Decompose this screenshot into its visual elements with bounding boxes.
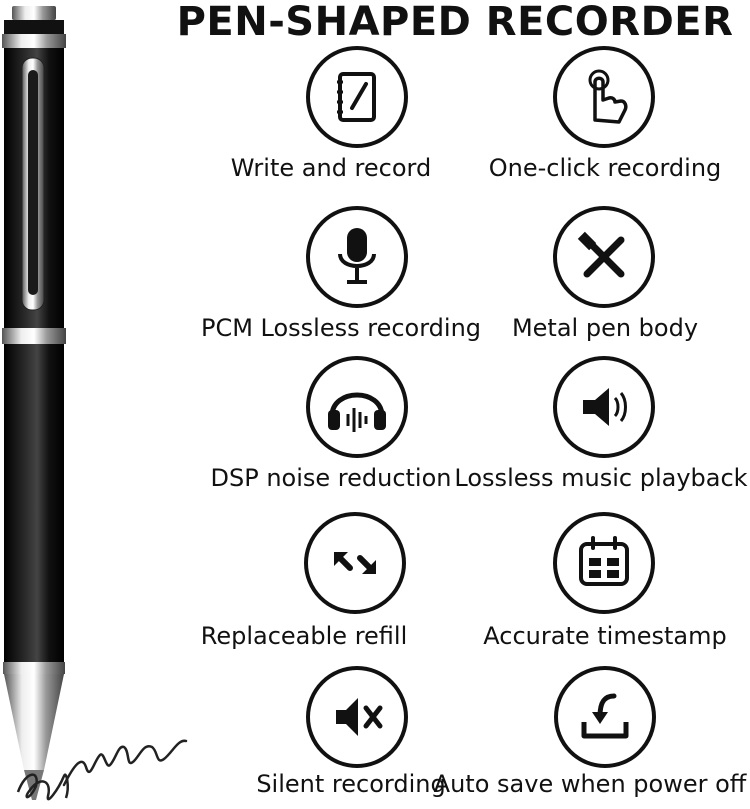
pen-recorder-image [2, 6, 69, 801]
feature-auto-save: Auto save when power off [430, 666, 750, 809]
feature-write-and-record: Write and record [186, 46, 476, 196]
feature-replaceable-refill: Replaceable refill [164, 512, 444, 662]
microphone-icon [338, 228, 376, 284]
speaker-mute-icon [336, 698, 383, 736]
calendar-icon [579, 536, 629, 586]
feature-accurate-timestamp: Accurate timestamp [460, 512, 750, 662]
save-tray-icon [581, 693, 629, 739]
tap-finger-icon [588, 69, 628, 124]
feature-label: Silent recording [256, 770, 446, 798]
feature-one-click-recording: One-click recording [460, 46, 750, 196]
feature-label: Auto save when power off [433, 770, 747, 798]
feature-silent-recording: Silent recording [196, 666, 446, 809]
feature-label: DSP noise reduction [210, 464, 452, 492]
page-title: PEN-SHAPED RECORDER [176, 0, 734, 45]
notebook-pen-icon [337, 72, 376, 122]
feature-label: Metal pen body [511, 314, 699, 342]
feature-metal-pen-body: Metal pen body [460, 206, 750, 356]
swap-arrows-icon [334, 552, 376, 574]
feature-label: Accurate timestamp [483, 622, 727, 650]
feature-label: One-click recording [488, 154, 722, 182]
feature-label: Replaceable refill [200, 622, 408, 650]
feature-dsp-noise-reduction: DSP noise reduction [186, 356, 476, 506]
hammer-wrench-icon [577, 231, 625, 278]
feature-label: Write and record [230, 154, 432, 182]
speaker-icon [583, 388, 627, 426]
feature-lossless-music-playback: Lossless music playback [452, 356, 750, 506]
feature-label: PCM Lossless recording [200, 314, 482, 342]
signature [62, 739, 188, 787]
headphones-icon [328, 392, 386, 432]
feature-pcm-lossless-recording: PCM Lossless recording [196, 206, 486, 356]
feature-label: Lossless music playback [454, 464, 748, 492]
